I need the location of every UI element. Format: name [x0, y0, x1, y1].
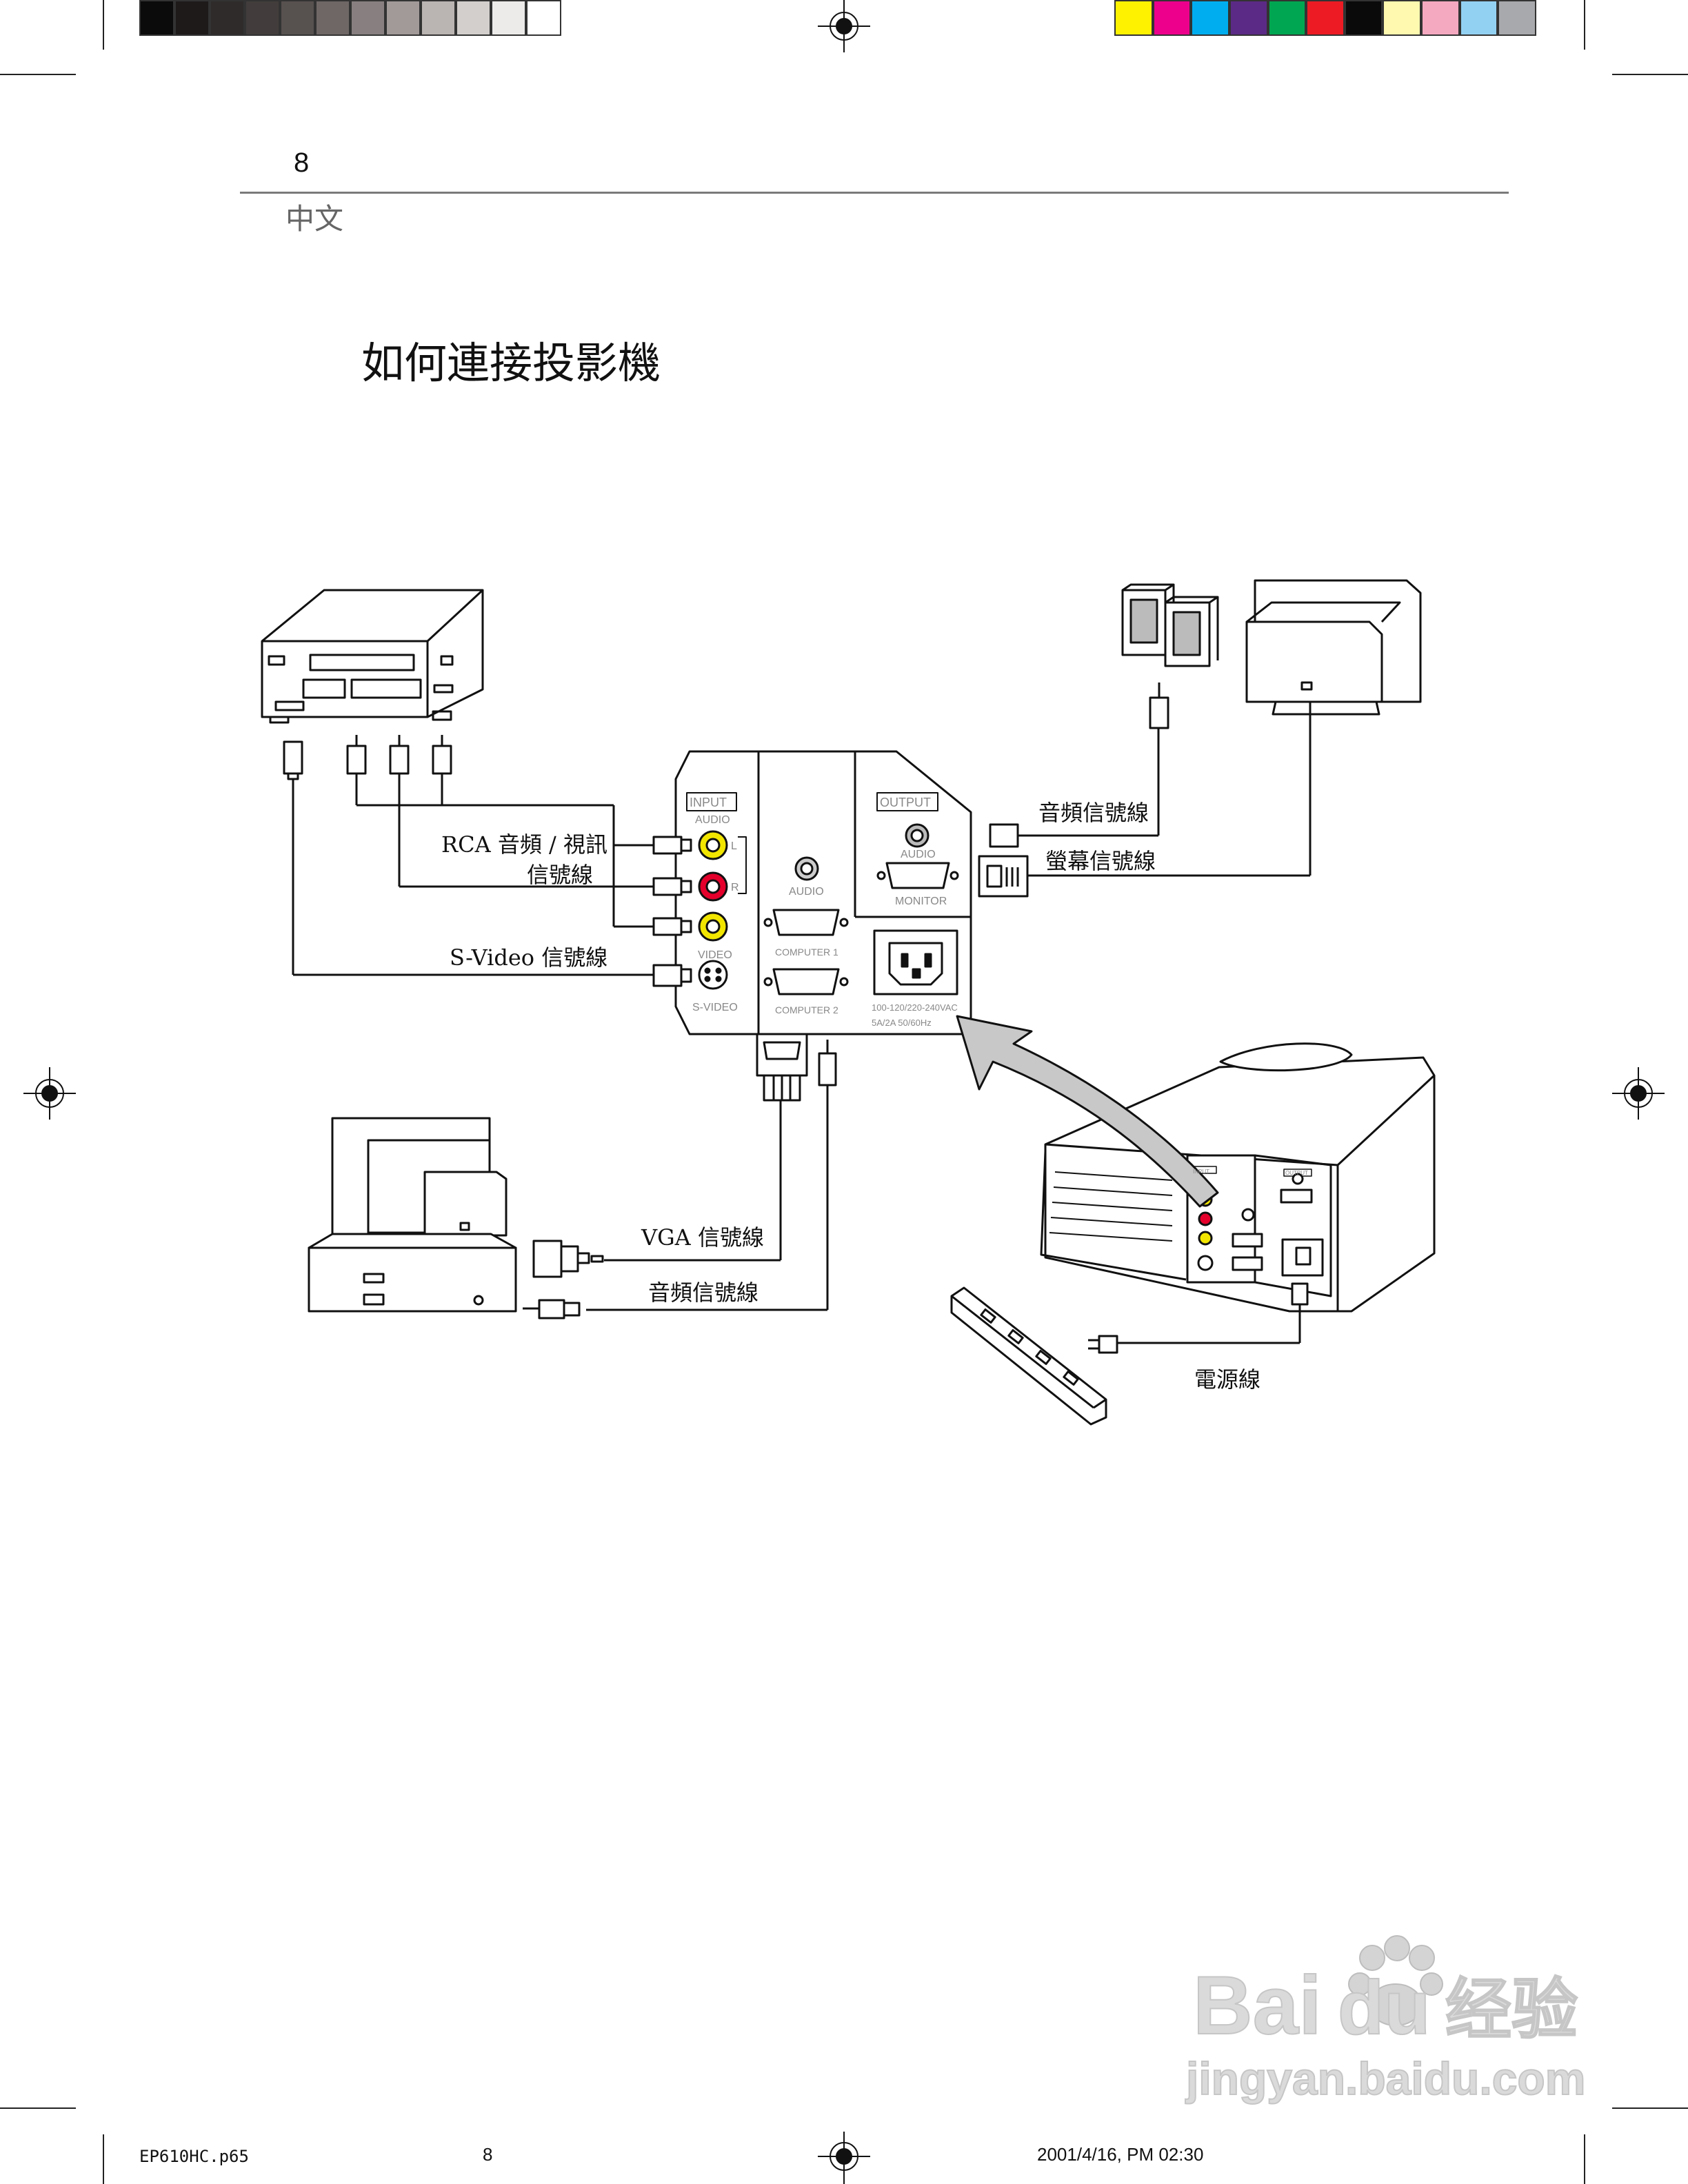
monitor-cable-label: 螢幕信號線 — [1045, 848, 1156, 874]
panel-input-label: INPUT — [690, 796, 727, 809]
color-swatch — [1383, 0, 1422, 36]
gray-swatch — [491, 0, 526, 36]
vga-cable-label: VGA 信號線 — [641, 1224, 764, 1251]
color-swatch — [1267, 0, 1307, 36]
gray-swatch — [280, 0, 315, 36]
language-label: 中文 — [285, 202, 344, 236]
gray-swatch — [385, 0, 421, 36]
color-swatch — [1191, 0, 1229, 36]
speakers-icon — [1121, 583, 1219, 729]
monitor-port — [876, 862, 959, 889]
color-swatch — [1114, 0, 1153, 36]
mini-panel-input-label: INPUT — [1193, 1169, 1209, 1175]
color-swatch — [1421, 0, 1460, 36]
watermark-brand-2: du — [1338, 1965, 1430, 2050]
rca-cable-label-line2: 信號線 — [527, 862, 594, 888]
computer2-port — [763, 968, 849, 995]
audio-in-plug — [818, 1040, 837, 1086]
panel-monitor-label: MONITOR — [895, 896, 947, 907]
projector-icon — [1040, 1042, 1436, 1344]
footer-timestamp: 2001/4/16, PM 02:30 — [1037, 2144, 1204, 2165]
gray-swatch — [139, 0, 174, 36]
grayscale-calibration-bar — [139, 0, 561, 36]
rca-audio-r-jack — [698, 871, 728, 902]
color-swatch — [1459, 0, 1498, 36]
panel-rating-label: 5A/2A 50/60Hz — [872, 1018, 932, 1028]
gray-swatch — [350, 0, 385, 36]
computer-icon — [308, 1117, 517, 1313]
svideo-jack — [698, 960, 728, 990]
vcr-icon — [261, 589, 484, 724]
panel-svideo-label: S-VIDEO — [692, 1002, 738, 1013]
rca-audio-l-jack — [698, 830, 728, 860]
gray-swatch — [421, 0, 456, 36]
external-monitor-icon — [1245, 579, 1422, 716]
panel-audio-out-label: AUDIO — [901, 849, 936, 860]
page-number: 8 — [294, 148, 310, 178]
section-title: 如何連接投影機 — [361, 338, 661, 388]
color-swatch — [1498, 0, 1536, 36]
baidu-watermark: Bai du 经验 jingyan.baidu.com — [1184, 1935, 1586, 2105]
rca-cable-label: RCA 音頻 / 視訊 — [441, 831, 607, 858]
power-strip-icon — [950, 1286, 1131, 1426]
header-rule — [240, 192, 1509, 194]
computer1-port — [763, 909, 849, 936]
arrow-icon — [956, 1015, 1219, 1208]
gray-swatch — [245, 0, 280, 36]
mini-panel-output-label: OUTPUT — [1285, 1170, 1308, 1176]
audio-in-cable-label: 音頻信號線 — [648, 1280, 759, 1306]
registration-mark-right — [1612, 1067, 1665, 1120]
audio-out-jack — [905, 823, 930, 848]
footer-page-number: 8 — [483, 2144, 493, 2165]
rca-video-jack — [698, 911, 728, 942]
vcr-cable-plugs — [283, 735, 452, 780]
gray-swatch — [210, 0, 245, 36]
panel-audio-top-label: AUDIO — [695, 814, 730, 826]
svideo-cable-label: S-Video 信號線 — [450, 944, 608, 971]
panel-audio-mid-label: AUDIO — [789, 886, 824, 898]
gray-swatch — [174, 0, 210, 36]
watermark-brand-cn: 经验 — [1445, 1973, 1578, 2047]
footer-file-name: EP610HC.p65 — [139, 2147, 249, 2166]
panel-l-label: L — [731, 840, 737, 852]
panel-computer2-label: COMPUTER 2 — [775, 1004, 838, 1015]
gray-swatch — [526, 0, 561, 36]
power-inlet — [873, 929, 958, 995]
gray-swatch — [315, 0, 350, 36]
audio-out-cable-label: 音頻信號線 — [1038, 800, 1149, 826]
color-swatch — [1152, 0, 1192, 36]
color-swatch — [1344, 0, 1383, 36]
panel-r-label: R — [731, 882, 739, 893]
audio-in-jack — [794, 856, 819, 881]
watermark-brand: Bai — [1193, 1959, 1322, 2052]
panel-computer1-label: COMPUTER 1 — [775, 947, 838, 958]
paw-icon — [1359, 1945, 1385, 1971]
panel-voltage-label: 100-120/220-240VAC — [872, 1002, 958, 1013]
color-swatch — [1306, 0, 1345, 36]
power-cord-label: 電源線 — [1194, 1366, 1261, 1393]
registration-mark-left — [23, 1067, 76, 1120]
registration-mark-bottom — [818, 2132, 870, 2184]
vga-plug — [756, 1033, 808, 1102]
gray-swatch — [456, 0, 491, 36]
color-calibration-bar — [1114, 0, 1536, 36]
color-swatch — [1229, 0, 1268, 36]
panel-video-label: VIDEO — [698, 949, 732, 961]
registration-mark-top — [818, 0, 870, 52]
panel-output-label: OUTPUT — [880, 796, 931, 809]
watermark-url: jingyan.baidu.com — [1185, 2053, 1585, 2104]
